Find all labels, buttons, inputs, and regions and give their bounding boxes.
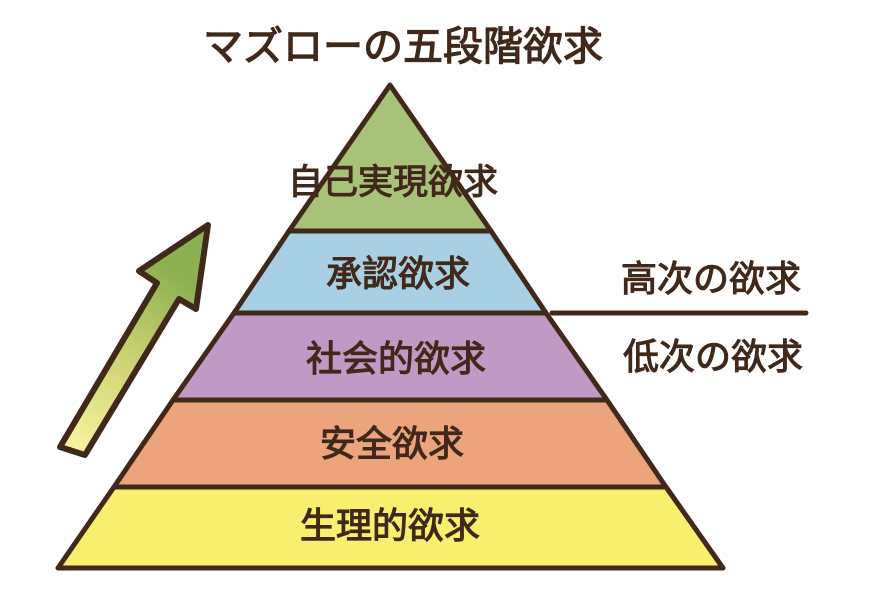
label-safety: 安全欲求 <box>320 423 464 465</box>
pyramid-level-self-actualization <box>286 82 494 234</box>
upward-arrow-icon <box>57 222 211 458</box>
label-social: 社会的欲求 <box>306 339 486 380</box>
label-higher-needs: 高次の欲求 <box>621 259 801 300</box>
label-physiological: 生理的欲求 <box>300 506 480 547</box>
label-esteem: 承認欲求 <box>326 254 470 295</box>
label-self-actualization: 自己実現欲求 <box>288 163 498 203</box>
diagram-title: マズローの五段階欲求 <box>203 24 603 70</box>
label-lower-needs: 低次の欲求 <box>623 337 803 378</box>
